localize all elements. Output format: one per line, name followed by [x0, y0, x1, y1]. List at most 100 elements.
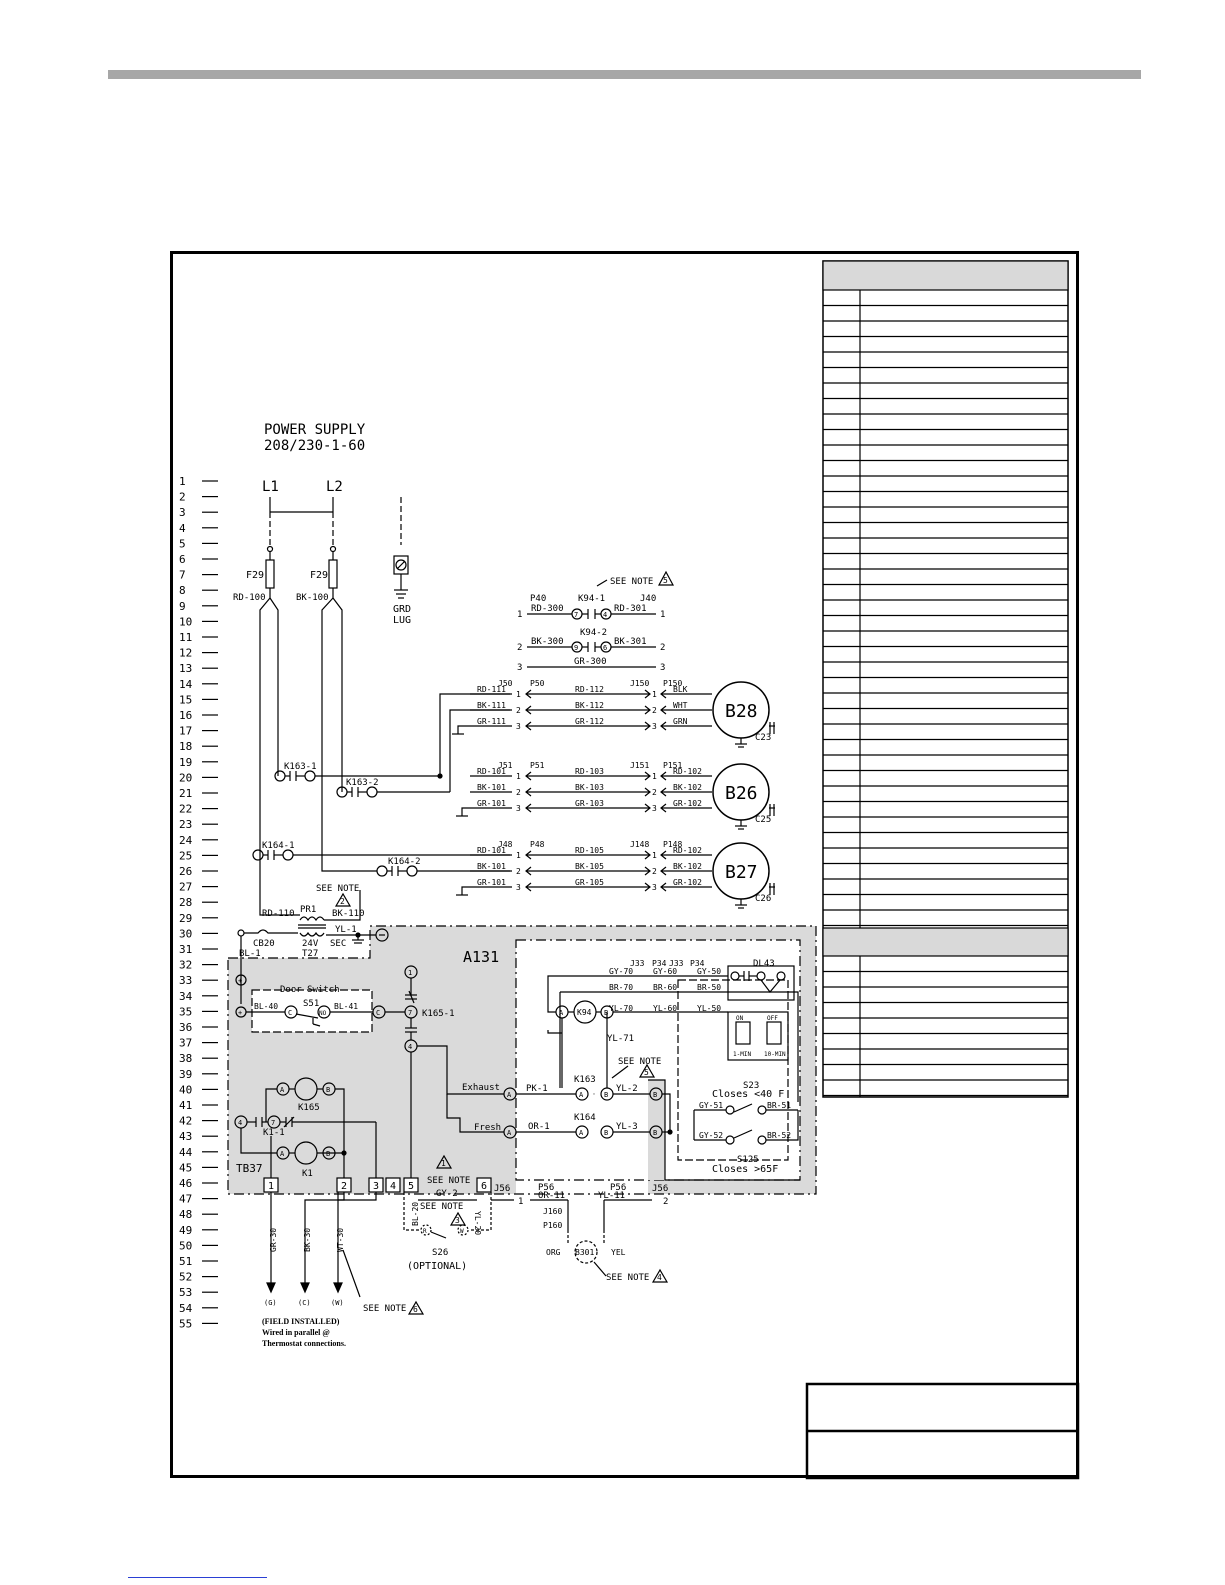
svg-text:PR1: PR1	[300, 905, 316, 915]
svg-text:3: 3	[652, 722, 657, 731]
svg-text:SEE NOTE: SEE NOTE	[363, 1304, 406, 1314]
motor-label: B28	[725, 701, 758, 722]
door-switch-label: Door Switch	[280, 985, 340, 995]
fuse-label-2: F29	[310, 570, 328, 581]
svg-text:RD-102: RD-102	[673, 767, 702, 776]
svg-text:DL43: DL43	[753, 959, 775, 969]
svg-text:Thermostat connections.: Thermostat connections.	[262, 1339, 346, 1348]
svg-text:NO: NO	[319, 1010, 327, 1017]
svg-text:YL-20: YL-20	[473, 1211, 482, 1235]
svg-text:K94-1: K94-1	[578, 594, 605, 604]
svg-text:GR-111: GR-111	[477, 717, 506, 726]
svg-text:1: 1	[518, 1197, 523, 1207]
svg-text:GY-50: GY-50	[697, 967, 721, 976]
row-number: 28	[179, 896, 192, 909]
svg-text:(C): (C)	[298, 1299, 311, 1307]
l2-label: L2	[326, 479, 343, 495]
legend-header-2	[822, 927, 1069, 957]
svg-text:WHT: WHT	[673, 701, 688, 710]
row-number: 55	[179, 1317, 192, 1330]
footer-link-underline[interactable]	[128, 1577, 267, 1578]
row-number: 7	[179, 569, 186, 582]
row-number: 23	[179, 818, 192, 831]
row-number: 32	[179, 959, 192, 972]
svg-text:2: 2	[663, 1197, 668, 1207]
svg-text:P56: P56	[538, 1183, 554, 1193]
svg-text:R: R	[423, 1228, 427, 1235]
svg-text:1: 1	[660, 610, 665, 620]
l1-label: L1	[262, 479, 279, 495]
svg-text:P56: P56	[610, 1183, 626, 1193]
row-number: 54	[179, 1302, 193, 1315]
svg-text:J48: J48	[498, 840, 513, 849]
svg-text:2: 2	[516, 706, 521, 715]
row-number: 22	[179, 803, 192, 816]
svg-text:SEE NOTE: SEE NOTE	[610, 577, 653, 587]
svg-text:RD-101: RD-101	[477, 846, 506, 855]
svg-text:1: 1	[652, 690, 657, 699]
svg-text:9: 9	[574, 644, 578, 652]
svg-text:BK-300: BK-300	[531, 637, 564, 647]
svg-text:YL-11: YL-11	[598, 1191, 625, 1201]
svg-text:BK-102: BK-102	[673, 862, 702, 871]
svg-text:P150: P150	[663, 679, 682, 688]
svg-text:1-MIN: 1-MIN	[733, 1051, 751, 1058]
svg-text:BR-52: BR-52	[767, 1131, 791, 1140]
svg-text:K163-1: K163-1	[284, 762, 317, 772]
svg-text:Exhaust: Exhaust	[462, 1083, 500, 1093]
svg-text:GY-52: GY-52	[699, 1131, 723, 1140]
svg-text:P148: P148	[663, 840, 682, 849]
row-number: 41	[179, 1099, 192, 1112]
row-number: 18	[179, 740, 192, 753]
svg-text:3: 3	[516, 804, 521, 813]
fuse-label-1: F29	[246, 570, 264, 581]
svg-text:B: B	[604, 1129, 608, 1137]
svg-text:C: C	[288, 1009, 292, 1017]
svg-text:GY-60: GY-60	[653, 967, 677, 976]
svg-text:YL-70: YL-70	[609, 1004, 633, 1013]
svg-text:BK-102: BK-102	[673, 783, 702, 792]
svg-text:RD-101: RD-101	[477, 767, 506, 776]
svg-text:YL-71: YL-71	[607, 1034, 634, 1044]
svg-text:K1: K1	[302, 1169, 313, 1179]
svg-text:J40: J40	[640, 594, 656, 604]
row-number: 43	[179, 1130, 192, 1143]
svg-text:W: W	[460, 1228, 464, 1235]
svg-text:J56: J56	[494, 1184, 510, 1194]
row-number: 5	[179, 537, 186, 550]
row-number: 39	[179, 1068, 192, 1081]
board-name: A131	[463, 948, 499, 966]
drawing-frame	[170, 251, 1079, 1478]
row-number: 51	[179, 1255, 192, 1268]
svg-text:3: 3	[517, 663, 522, 673]
svg-text:BK-110: BK-110	[332, 909, 365, 919]
svg-text:K164-1: K164-1	[262, 841, 295, 851]
svg-text:A: A	[559, 1009, 564, 1017]
fuse-f29-left	[265, 559, 275, 589]
svg-text:BR-60: BR-60	[653, 983, 677, 992]
svg-text:TB37: TB37	[236, 1162, 263, 1175]
svg-text:GRN: GRN	[673, 717, 688, 726]
svg-text:RD-102: RD-102	[673, 846, 702, 855]
svg-text:A: A	[507, 1129, 512, 1137]
svg-text:A: A	[280, 1150, 285, 1158]
svg-text:A: A	[579, 1129, 584, 1137]
svg-text:BL-40: BL-40	[254, 1002, 278, 1011]
row-number: 4	[179, 522, 186, 535]
svg-text:GR-102: GR-102	[673, 878, 702, 887]
svg-text:GR-101: GR-101	[477, 799, 506, 808]
svg-text:J33: J33	[669, 959, 684, 968]
svg-text:1: 1	[516, 851, 521, 860]
svg-text:BK-111: BK-111	[477, 701, 506, 710]
motor-label: B27	[725, 862, 758, 883]
svg-text:GR-30: GR-30	[269, 1228, 278, 1252]
row-number: 31	[179, 943, 192, 956]
row-number: 12	[179, 647, 192, 660]
svg-text:BR-51: BR-51	[767, 1101, 791, 1110]
svg-text:SEE NOTE: SEE NOTE	[420, 1202, 463, 1212]
svg-text:+: +	[238, 977, 242, 985]
wire-bk100: BK-100	[296, 593, 329, 603]
svg-text:YEL: YEL	[611, 1248, 626, 1257]
row-number: 20	[179, 771, 192, 784]
